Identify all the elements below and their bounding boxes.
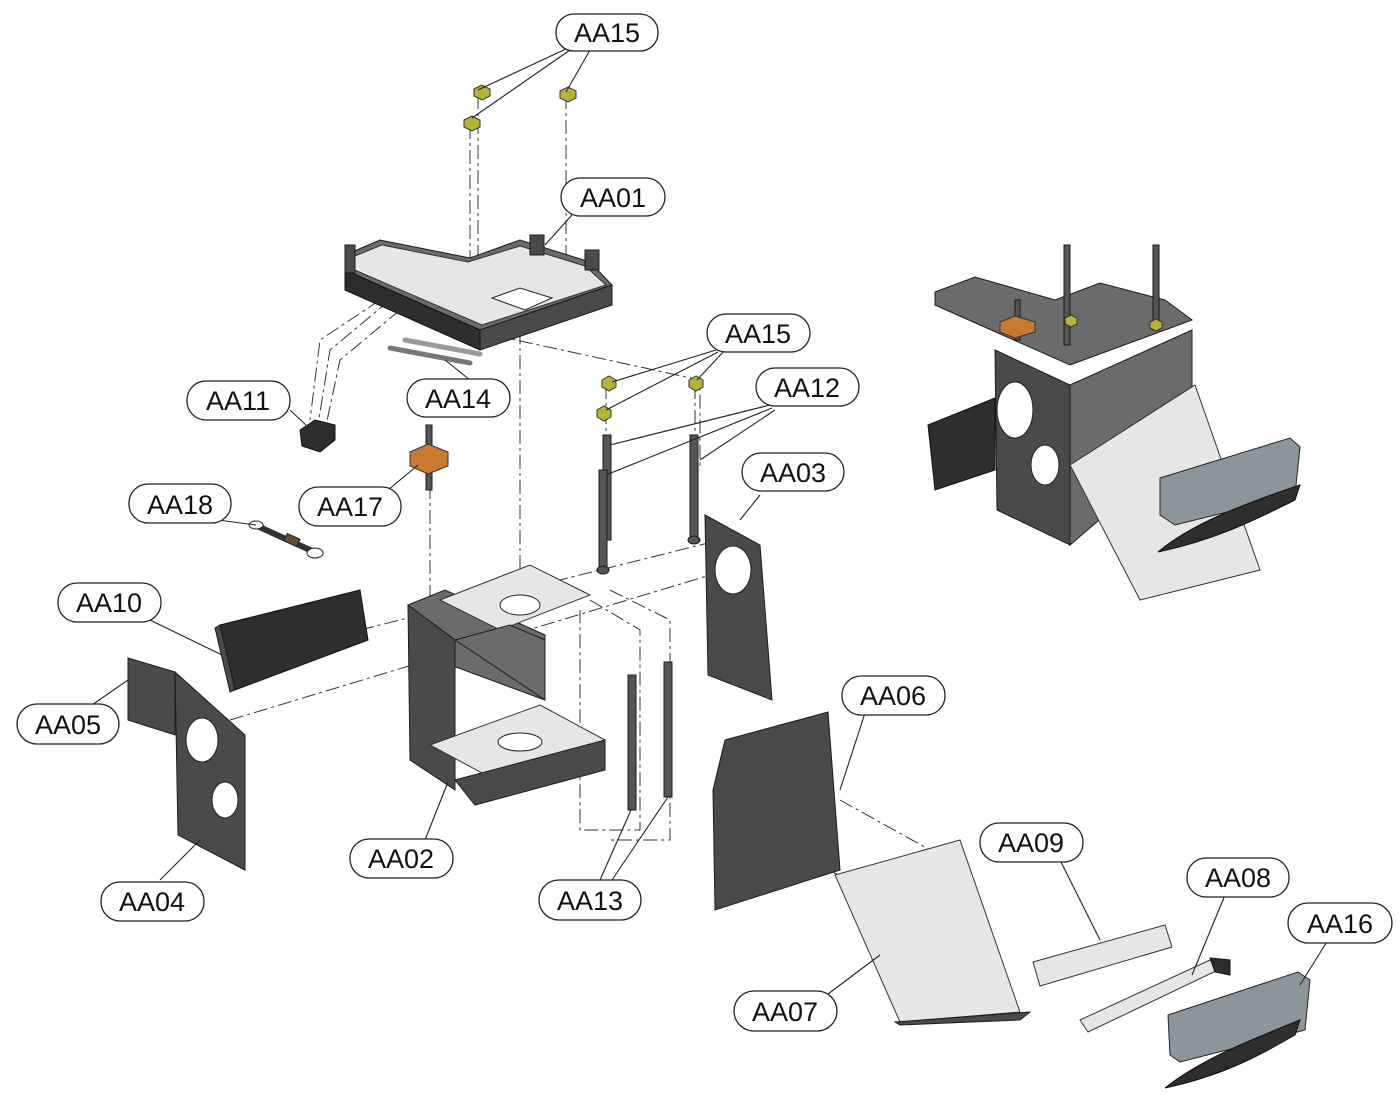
nut-icon: [463, 115, 481, 132]
callout-aa05: AA05: [16, 703, 120, 745]
callout-aa09: AA09: [979, 822, 1084, 863]
callout-label: AA10: [76, 588, 142, 618]
top-frame-aa01: [344, 234, 613, 351]
callout-label: AA01: [580, 183, 646, 213]
bracket-aa08: [1079, 957, 1231, 1033]
callout-label: AA06: [860, 681, 926, 711]
callout-aa06: AA06: [841, 675, 946, 716]
callout-label: AA12: [774, 373, 840, 403]
cover-aa16: [1164, 971, 1311, 1089]
callout-aa14: AA14: [406, 378, 511, 418]
bracket-aa10: [214, 589, 369, 693]
nut-aa15-mid-group: [596, 375, 704, 422]
callout-label: AA08: [1205, 863, 1271, 893]
plate-aa04: [174, 670, 246, 871]
block-aa11: [299, 419, 336, 453]
callout-aa03: AA03: [741, 452, 845, 492]
callout-label: AA07: [752, 997, 818, 1027]
callout-aa10: AA10: [57, 582, 162, 623]
callout-label: AA02: [368, 844, 434, 874]
callout-aa08: AA08: [1186, 857, 1290, 898]
rod-end-aa18: [248, 520, 324, 559]
assembled-view: [927, 244, 1301, 601]
callout-aa07: AA07: [733, 990, 838, 1032]
rod-aa13-group: [627, 661, 673, 811]
tray-aa07: [834, 839, 1032, 1026]
nut-icon: [601, 375, 617, 392]
callout-aa11: AA11: [186, 380, 291, 421]
clamp-aa17: [409, 424, 449, 491]
callout-aa02: AA02: [349, 838, 454, 879]
callout-aa16: AA16: [1287, 902, 1393, 944]
callout-label: AA18: [147, 490, 213, 520]
nut-icon: [559, 86, 577, 103]
callout-aa15-mid: AA15: [706, 313, 811, 353]
nut-icon: [688, 375, 704, 392]
callout-aa12: AA12: [755, 367, 860, 407]
leader-lines: [91, 47, 1329, 1001]
plate-aa06: [712, 711, 841, 911]
callout-aa13: AA13: [538, 879, 642, 921]
plate-aa05: [127, 657, 176, 736]
base-box-aa02: [407, 564, 607, 806]
callout-aa01: AA01: [560, 177, 666, 217]
callout-label: AA14: [425, 384, 491, 414]
callout-label: AA04: [119, 887, 185, 917]
callout-aa15-top: AA15: [555, 13, 659, 52]
rod-aa12-group: [596, 434, 701, 575]
strip-aa09: [1032, 924, 1173, 987]
callout-label: AA03: [760, 458, 826, 488]
plate-aa03: [704, 514, 773, 701]
callout-label: AA15: [725, 319, 791, 349]
callout-label: AA09: [998, 828, 1064, 858]
callout-aa04: AA04: [100, 881, 205, 922]
callout-label: AA16: [1307, 909, 1373, 939]
callout-label: AA15: [574, 18, 640, 48]
callout-aa17: AA17: [298, 486, 402, 527]
nut-aa15-top-group: [463, 84, 577, 132]
callout-label: AA11: [206, 386, 270, 416]
callout-aa18: AA18: [128, 483, 232, 524]
nut-icon: [473, 84, 491, 101]
callout-label: AA17: [317, 492, 383, 522]
callout-label: AA13: [557, 886, 623, 916]
callout-label: AA05: [35, 710, 101, 740]
pin-aa14-group: [387, 337, 483, 366]
